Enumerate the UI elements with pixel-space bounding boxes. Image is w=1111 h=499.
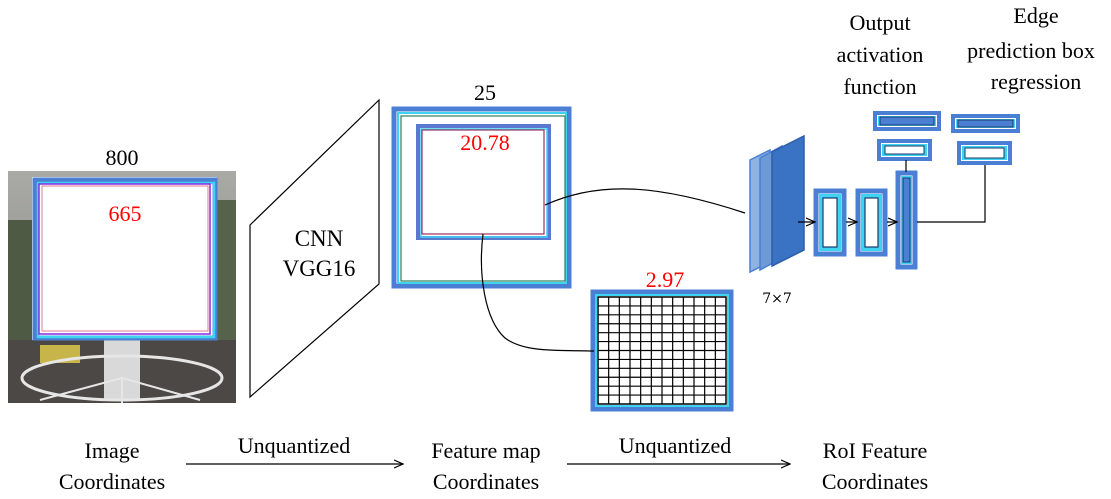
image-coordinates-line2: Coordinates xyxy=(58,469,166,494)
edge-regression-line1: Edge xyxy=(1013,3,1059,28)
line-fc3-to-regression xyxy=(917,165,986,223)
feature-map-box xyxy=(391,106,572,289)
output-activation-line2: activation xyxy=(836,42,924,67)
output-activation-line1: Output xyxy=(849,10,911,35)
output-activation-line3: function xyxy=(843,74,917,99)
image-proposal-box xyxy=(32,177,218,341)
image-coordinates-line1: Image xyxy=(84,438,140,463)
roi-coordinates-line2: Coordinates xyxy=(821,469,929,494)
fc-layer-3 xyxy=(895,170,918,270)
activation-output-top xyxy=(873,111,941,131)
roi-feature-grid xyxy=(590,289,734,412)
connector-feature-to-pool xyxy=(544,188,746,214)
roi-coordinates-line1: RoI Feature xyxy=(822,438,928,463)
feature-coordinates-line2: Coordinates xyxy=(432,469,540,494)
fc-layer-2 xyxy=(855,188,888,257)
regression-output-bottom xyxy=(957,141,1012,165)
cnn-label-line2: VGG16 xyxy=(282,256,356,281)
pooled-feature-block xyxy=(749,134,805,274)
unquantized-label-1: Unquantized xyxy=(237,433,351,458)
pool-size-label: 7×7 xyxy=(762,291,792,307)
roi-bin-size-label: 2.97 xyxy=(645,267,685,292)
feature-map-size-label: 25 xyxy=(474,80,496,105)
connector-feature-to-grid xyxy=(480,233,595,352)
edge-regression-line3: regression xyxy=(990,69,1082,94)
image-width-label: 800 xyxy=(105,145,139,170)
activation-output-bottom xyxy=(877,139,932,161)
unquantized-label-2: Unquantized xyxy=(618,433,732,458)
cnn-block xyxy=(249,98,380,399)
edge-regression-line2: prediction box xyxy=(967,38,1095,63)
cnn-label-line1: CNN xyxy=(294,226,344,251)
regression-output-top xyxy=(951,114,1020,133)
image-roi-width-label: 665 xyxy=(108,201,142,226)
feature-roi-size-label: 20.78 xyxy=(460,130,510,155)
roi-grid-lines xyxy=(597,296,727,405)
fc-layer-1 xyxy=(813,188,847,257)
feature-coordinates-line1: Feature map xyxy=(431,438,541,463)
